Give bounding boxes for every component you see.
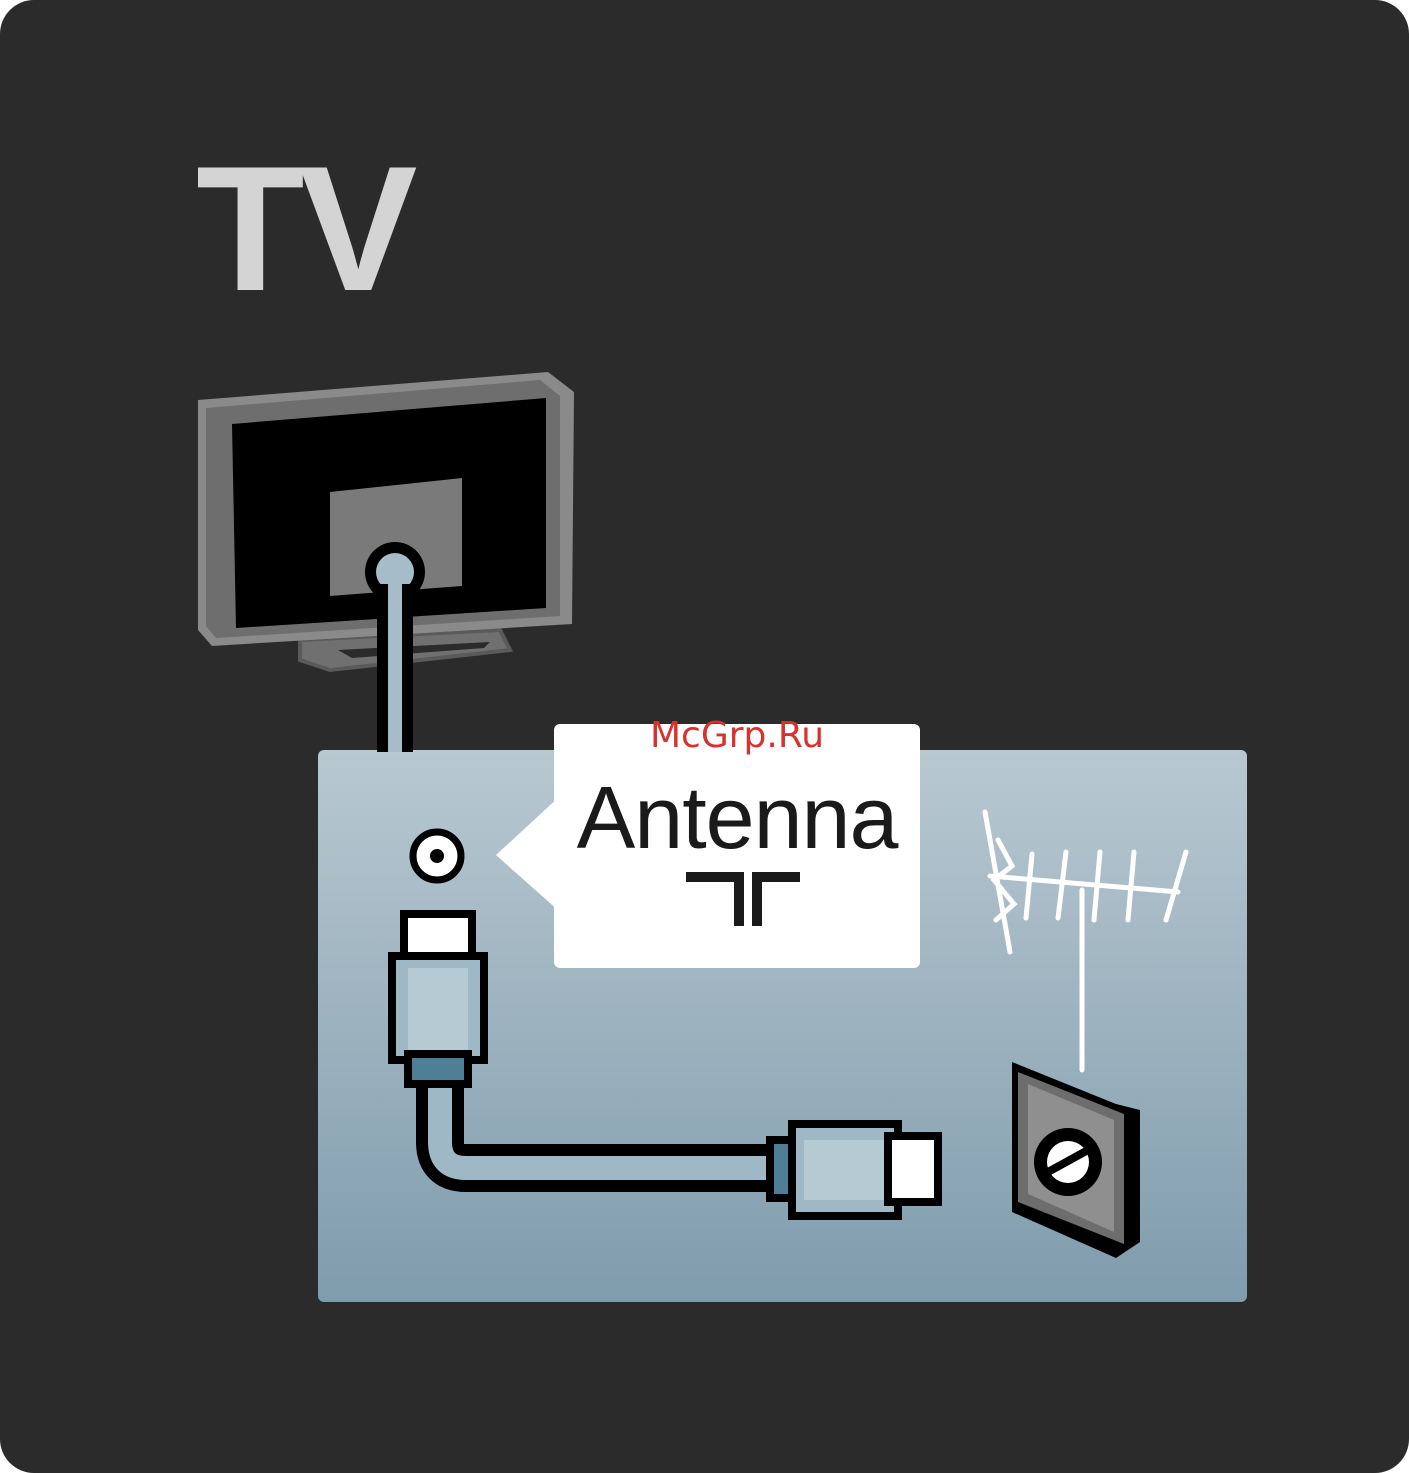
antenna-label: Antenna xyxy=(554,774,920,862)
antenna-symbol-icon xyxy=(684,864,804,934)
diagram-title: TV xyxy=(196,140,411,318)
watermark: McGrp.Ru xyxy=(554,718,920,754)
antenna-callout: Antenna xyxy=(554,724,920,968)
